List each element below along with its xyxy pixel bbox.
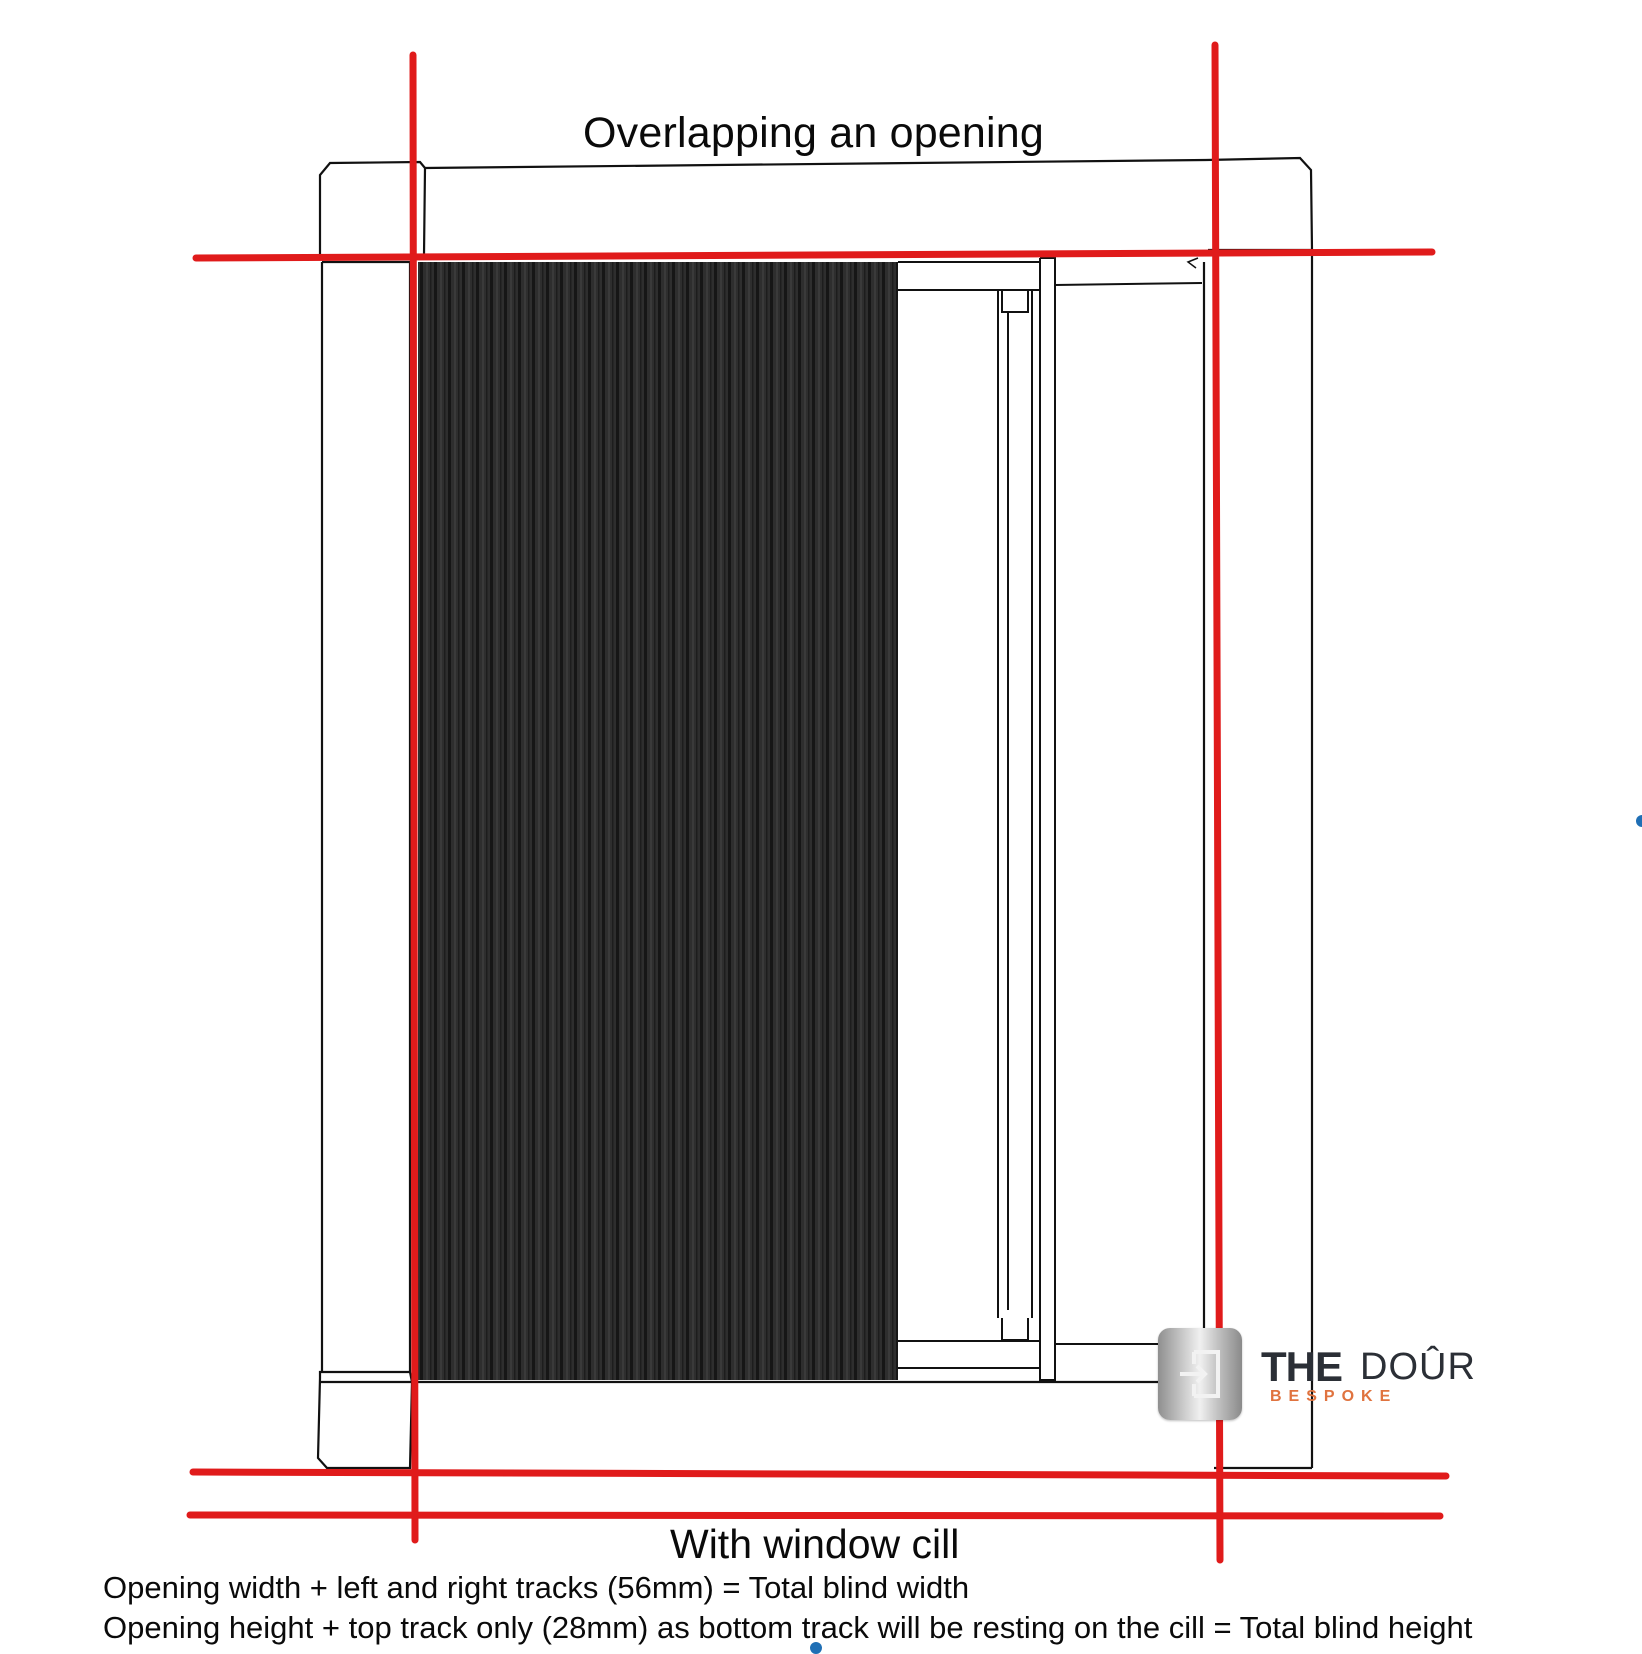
floor-measure-line	[186, 1511, 1444, 1520]
logo-word-dour: DOÛR	[1360, 1346, 1476, 1388]
logo-word-the: THE	[1261, 1343, 1343, 1390]
pleated-blind	[418, 262, 898, 1380]
logo-tagline: BESPOKE	[1270, 1388, 1398, 1405]
left-measure-line	[409, 51, 419, 1544]
height-note: Opening height + top track only (28mm) a…	[103, 1610, 1473, 1645]
window-frame	[316, 156, 1314, 1470]
brand-logo: THE DOÛR BESPOKE	[1158, 1328, 1478, 1422]
diagram-subtitle: With window cill	[670, 1521, 960, 1567]
diagram-title: Overlapping an opening	[583, 109, 1045, 157]
measurement-lines	[186, 41, 1450, 1564]
page-indicator-dot	[1636, 815, 1642, 827]
window-sash	[898, 257, 1203, 1381]
page-indicator-dot	[810, 1642, 822, 1654]
top-measure-line	[192, 248, 1436, 262]
width-note: Opening width + left and right tracks (5…	[103, 1570, 970, 1605]
logo-badge	[1158, 1328, 1242, 1420]
cill-measure-line	[189, 1468, 1450, 1480]
door-enter-icon	[1180, 1350, 1220, 1398]
right-measure-line	[1211, 41, 1224, 1564]
